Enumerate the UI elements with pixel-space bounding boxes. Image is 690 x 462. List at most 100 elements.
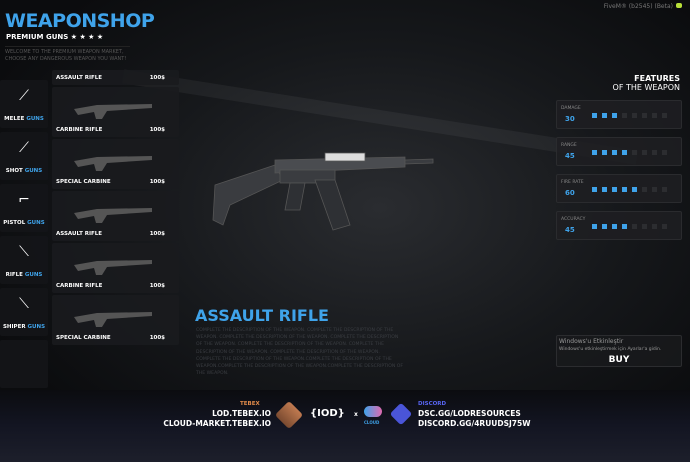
category-suffix: GUNS <box>27 220 45 226</box>
stat-bar <box>592 113 667 118</box>
features-header: FEATURES OF THE WEAPON <box>613 74 680 92</box>
weapon-name: CARBINE RIFLE <box>56 283 103 289</box>
weapon-card[interactable]: CARBINE RIFLE 100$ <box>52 243 179 293</box>
level-pip <box>592 113 597 118</box>
level-pip <box>632 150 637 155</box>
weapon-card[interactable]: SPECIAL CARBINE 100$ <box>52 139 179 189</box>
category-shot[interactable]: ⟋SHOT GUNS <box>0 132 48 180</box>
lod-logo: {IOD} <box>310 408 345 419</box>
category-melee[interactable]: ⟋MELEE GUNS <box>0 80 48 128</box>
stat-bar <box>592 150 667 155</box>
features-title: FEATURES <box>634 74 680 83</box>
level-pip <box>622 113 627 118</box>
cloud-logo-text: CLOUD <box>364 420 380 425</box>
level-pip <box>592 150 597 155</box>
weapon-name: SPECIAL CARBINE <box>56 179 111 185</box>
level-pip <box>642 113 647 118</box>
weapon-card[interactable]: ASSAULT RIFLE 100$ <box>52 191 179 241</box>
level-pip <box>602 187 607 192</box>
tebex-link-2[interactable]: CLOUD-MARKET.TEBEX.IO <box>163 419 271 428</box>
weapon-price: 100$ <box>149 283 165 289</box>
discord-link-2[interactable]: DISCORD.GG/4RUUDSJ75W <box>418 419 531 428</box>
category-label: MELEE GUNS <box>0 116 48 122</box>
stars-icon: ★ ★ ★ ★ <box>70 33 104 41</box>
weapon-name: CARBINE RIFLE <box>56 127 103 133</box>
lod-logo-text: IOD <box>317 408 338 419</box>
weapon-price: 100$ <box>149 179 165 185</box>
stat-label: RANGE <box>561 143 577 148</box>
weapon-title: ASSAULT RIFLE <box>195 306 329 325</box>
category-label: PISTOL GUNS <box>0 220 48 226</box>
weapon-name: SPECIAL CARBINE <box>56 335 111 341</box>
weapon-name: ASSAULT RIFLE <box>56 231 103 237</box>
level-pip <box>642 187 647 192</box>
level-pip <box>632 113 637 118</box>
level-pip <box>652 113 657 118</box>
category-suffix: GUNS <box>24 168 43 174</box>
stat-value: 45 <box>565 226 575 234</box>
level-pip <box>612 113 617 118</box>
buy-label: BUY <box>608 355 630 365</box>
weapon-price: 100$ <box>149 231 165 237</box>
category-label: SHIPER GUNS <box>0 324 48 330</box>
discord-link-1[interactable]: DSC.GG/LODRESOURCES <box>418 409 521 418</box>
level-pip <box>632 224 637 229</box>
level-pip <box>662 113 667 118</box>
level-pip <box>652 224 657 229</box>
level-pip <box>642 224 647 229</box>
category-suffix: GUNS <box>26 116 44 122</box>
discord-logo <box>389 402 413 426</box>
tebex-link-1[interactable]: LOD.TEBEX.IO <box>212 409 271 418</box>
weapon-price: 100$ <box>149 335 165 341</box>
level-pip <box>622 150 627 155</box>
level-pip <box>602 224 607 229</box>
level-pip <box>602 150 607 155</box>
category-shiper[interactable]: ⟍ SHIPER GUNS <box>0 288 48 336</box>
weapon-thumbnail <box>74 156 152 171</box>
stat-bar <box>592 187 667 192</box>
level-pip <box>622 224 627 229</box>
rifle-icon: ⟍ <box>19 244 29 260</box>
welcome-text: WELCOME TO THE PREMIUM WEAPON MARKET, CH… <box>5 46 130 63</box>
category-more[interactable] <box>0 340 48 388</box>
category-name: RIFLE <box>5 272 23 278</box>
category-pistol[interactable]: ⌐PISTOL GUNS <box>0 184 48 232</box>
features-subtitle: OF THE WEAPON <box>612 83 680 92</box>
stat-value: 60 <box>565 189 575 197</box>
sniper-icon: ⟍ <box>19 296 29 312</box>
fivem-version: FiveM® (b2545) (Beta) <box>604 3 682 10</box>
level-pip <box>632 187 637 192</box>
buy-button[interactable]: Windows'u Etkinleştir Windows'u etkinleş… <box>556 335 682 367</box>
level-pip <box>592 224 597 229</box>
weapon-description: COMPLETE THE DESCRIPTION OF THE WEAPON. … <box>196 328 404 377</box>
weapon-price: 100$ <box>149 75 165 81</box>
app-subtitle: PREMIUM GUNS ★ ★ ★ ★ <box>6 33 103 41</box>
category-suffix: GUNS <box>27 324 46 330</box>
footer: TEBEX LOD.TEBEX.IO CLOUD-MARKET.TEBEX.IO… <box>0 390 690 462</box>
weapon-thumbnail <box>74 208 152 223</box>
windows-watermark-title: Windows'u Etkinleştir <box>559 338 624 345</box>
level-pip <box>662 150 667 155</box>
selected-weapon-image <box>212 152 434 231</box>
category-suffix: GUNS <box>24 272 43 278</box>
subtitle-text: PREMIUM GUNS <box>6 33 69 41</box>
category-name: SHIPER <box>2 324 26 330</box>
level-pip <box>612 224 617 229</box>
weapon-thumbnail <box>74 260 152 275</box>
category-label: SHOT GUNS <box>0 168 48 174</box>
category-name: MELEE <box>4 116 25 122</box>
level-pip <box>652 187 657 192</box>
level-pip <box>622 187 627 192</box>
weapon-thumbnail <box>74 312 152 327</box>
level-pip <box>612 150 617 155</box>
windows-watermark-text: Windows'u etkinleştirmek için Ayarlar'a … <box>559 347 662 352</box>
weapon-card[interactable]: SPECIAL CARBINE 100$ <box>52 295 179 345</box>
category-rifle[interactable]: ⟍ RIFLE GUNS <box>0 236 48 284</box>
stat-value: 30 <box>565 115 575 123</box>
category-name: PISTOL <box>3 220 26 226</box>
